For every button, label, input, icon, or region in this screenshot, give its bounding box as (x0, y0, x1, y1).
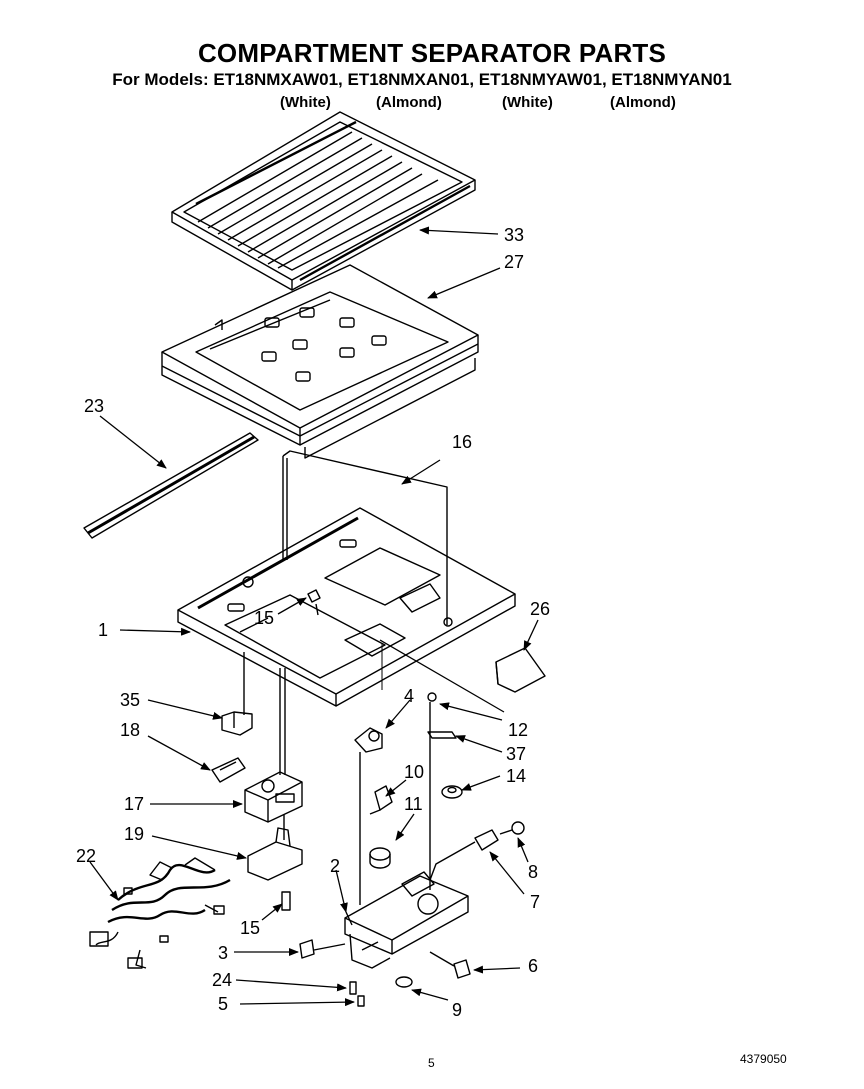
clip-part-37 (427, 731, 457, 739)
callout-37: 37 (506, 744, 526, 764)
wiring-harness-part-22 (89, 857, 231, 969)
cap-part-4 (354, 727, 383, 753)
connector-part-6 (429, 951, 471, 979)
model-color-1: (White) (280, 94, 331, 111)
seal-strip-part-23 (83, 432, 259, 539)
callout-22: 22 (76, 846, 96, 866)
callout-14: 14 (506, 766, 526, 786)
leader-lines (89, 226, 539, 1007)
grommet-part-9 (395, 976, 413, 988)
callout-7: 7 (530, 892, 540, 912)
callout-27: 27 (504, 252, 524, 272)
damper-knob-part-11 (369, 847, 391, 869)
callout-9: 9 (452, 1000, 462, 1020)
callout-8: 8 (528, 862, 538, 882)
callout-23: 23 (84, 396, 104, 416)
callout-12: 12 (508, 720, 528, 740)
callout-17: 17 (124, 794, 144, 814)
screw-part-24 (349, 981, 357, 995)
callout-11: 11 (404, 794, 423, 814)
page-title: COMPARTMENT SEPARATOR PARTS (197, 38, 667, 68)
callout-24: 24 (212, 970, 232, 990)
callout-33: 33 (504, 225, 524, 245)
callout-19: 19 (124, 824, 144, 844)
lead-wires (243, 652, 286, 840)
leader-12-extension (379, 639, 505, 713)
bezel-part-18 (211, 757, 246, 783)
page-number: 5 (428, 1056, 435, 1070)
model-color-4: (Almond) (610, 94, 676, 111)
callout-16: 16 (452, 432, 472, 452)
callout-35: 35 (120, 690, 140, 710)
model-color-2: (Almond) (376, 94, 442, 111)
callout-10: 10 (404, 762, 424, 782)
control-knob-part-35 (221, 711, 253, 736)
callout-2: 2 (330, 856, 340, 876)
control-housing-part-17 (244, 771, 303, 823)
bracket-part-7 (429, 829, 499, 881)
switch-part-10 (369, 785, 393, 815)
grommet-part-14 (441, 785, 463, 799)
callout-5: 5 (218, 994, 228, 1014)
damper-housing-part-2 (344, 871, 469, 969)
callout-3: 3 (218, 943, 228, 963)
screw-part-15-upper (307, 589, 321, 616)
clip-part-3 (299, 939, 346, 959)
shelf-frame-part-27 (161, 264, 479, 459)
fastener-part-8 (499, 821, 525, 835)
callout-1: 1 (98, 620, 108, 640)
model-color-3: (White) (502, 94, 553, 111)
screw-part-5 (357, 995, 365, 1007)
callout-15-upper: 15 (254, 608, 274, 628)
baffle-part-26 (495, 647, 546, 693)
screw-part-15-lower (281, 891, 291, 911)
models-line: For Models: ET18NMXAW01, ET18NMXAN01, ET… (112, 70, 732, 89)
callout-4: 4 (404, 686, 414, 706)
document-number: 4379050 (740, 1052, 787, 1066)
callout-26: 26 (530, 599, 550, 619)
screw-part-12 (427, 692, 437, 890)
separator-base-part-1 (177, 507, 516, 707)
control-bracket-part-19 (247, 827, 303, 881)
callout-15-lower: 15 (240, 918, 260, 938)
callout-18: 18 (120, 720, 140, 740)
shelf-grille-part-33 (171, 111, 476, 291)
callout-6: 6 (528, 956, 538, 976)
